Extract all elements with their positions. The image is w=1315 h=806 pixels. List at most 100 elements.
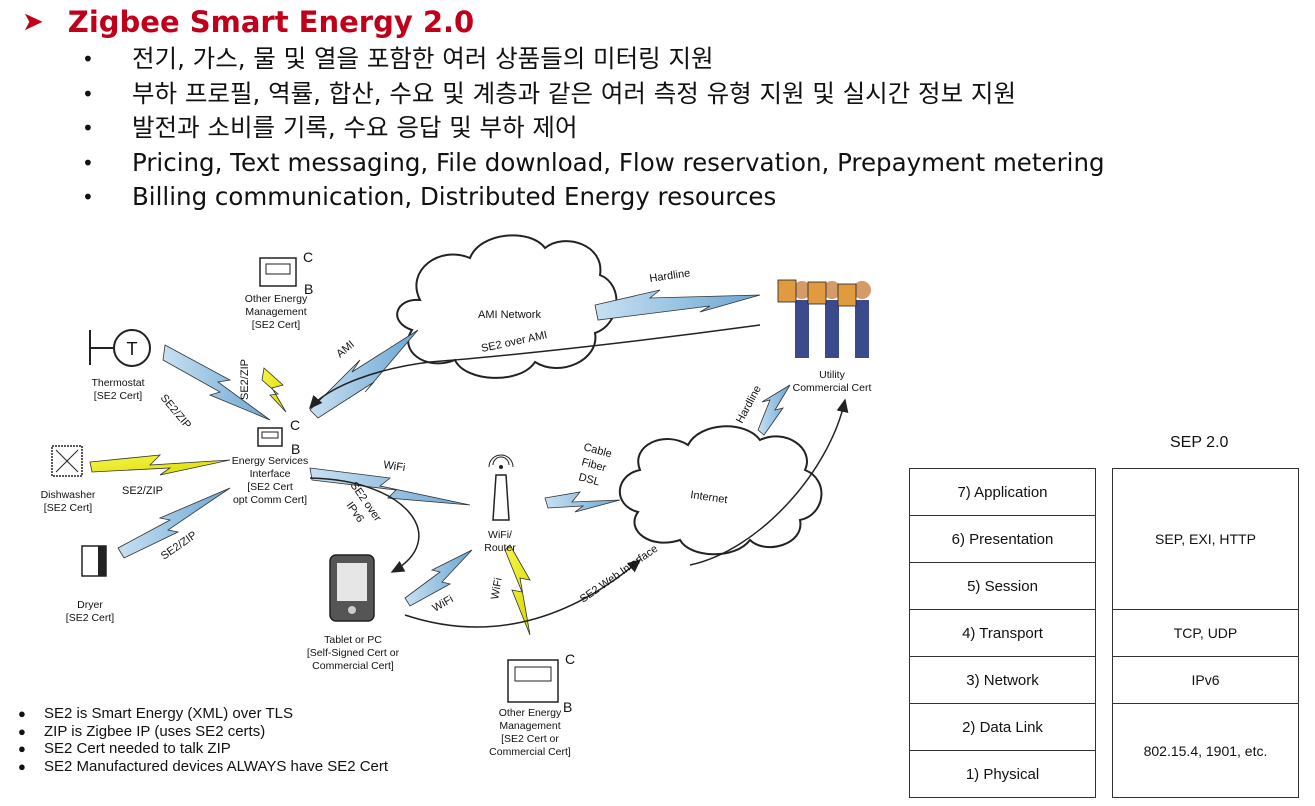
sep-transport-cell: TCP, UDP [1113, 610, 1298, 657]
arrow-bullet-icon: ➤ [22, 7, 44, 37]
bullet-dot-icon: • [82, 47, 94, 71]
letter-c-top: C [303, 249, 313, 265]
note-item: ●SE2 Manufactured devices ALWAYS have SE… [18, 757, 389, 775]
se2zip-thermostat-label: SE2/ZIP [158, 392, 194, 431]
utility-line2: Commercial Cert [793, 382, 872, 394]
osi-layer-1: 1) Physical [965, 765, 1040, 783]
bullet-dot-icon: • [82, 185, 94, 209]
other-energy-top-line2: Management [245, 306, 306, 318]
internet-label: Internet [690, 489, 729, 506]
osi-layer-2: 2) Data Link [910, 704, 1095, 751]
thermostat-cert: [SE2 Cert] [94, 390, 143, 402]
ami-network-label: AMI Network [478, 309, 541, 321]
utility-line1: Utility [819, 369, 845, 381]
bullet-item: •Pricing, Text messaging, File download,… [82, 146, 1105, 181]
other-energy-bottom-line3: [SE2 Cert or [501, 733, 559, 745]
bullet-dot-icon: • [82, 150, 94, 175]
sep-title: SEP 2.0 [1170, 434, 1229, 451]
ami-network-cloud [396, 234, 618, 379]
letter-b-top: B [304, 281, 313, 297]
internet-cloud [618, 425, 823, 556]
arrow-ami-esi [309, 324, 761, 410]
wifi-bottom-label: WiFi [489, 577, 505, 601]
wifi-esi-label: WiFi [383, 459, 406, 474]
se2zip-top-label: SE2/ZIP [239, 359, 251, 400]
dryer-icon [81, 545, 107, 577]
bullet-dot-icon: ● [18, 758, 26, 774]
ami-label: AMI [334, 339, 357, 361]
thermostat-label: Thermostat [91, 377, 144, 389]
osi-layer-7: 7) Application [910, 469, 1095, 516]
arrow-internet-utility [689, 398, 849, 566]
letter-b-bottom: B [563, 699, 572, 715]
note-item: ●SE2 Cert needed to talk ZIP [18, 740, 231, 757]
zigzag-hardline-right [757, 384, 791, 436]
thermostat-icon [89, 329, 151, 367]
zigzag-hardline-top [594, 289, 761, 321]
tablet-line2: [Self-Signed Cert or [307, 647, 400, 659]
esi-line2: Interface [250, 468, 291, 480]
tablet-line3: Commercial Cert] [312, 660, 394, 672]
slide-title: ➤ Zigbee Smart Energy 2.0 [22, 2, 474, 42]
bullet-list: •전기, 가스, 물 및 열을 포함한 여러 상품들의 미터링 지원 •부하 프… [82, 42, 1105, 215]
other-energy-bottom-device [507, 659, 559, 703]
router-line2: Router [484, 542, 516, 554]
esi-line3: [SE2 Cert [247, 481, 293, 493]
thermostat-glyph: T [127, 339, 138, 359]
note-item: ●ZIP is Zigbee IP (uses SE2 certs) [18, 722, 266, 740]
other-energy-top-line3: [SE2 Cert] [252, 319, 301, 331]
title-text: Zigbee Smart Energy 2.0 [67, 5, 475, 39]
zigzag-ami [309, 329, 419, 419]
esi-device [257, 427, 283, 447]
letter-c-bottom: C [565, 651, 575, 667]
hardline-top-label: Hardline [649, 267, 691, 285]
wifi-tablet-label: WiFi [431, 593, 456, 614]
dishwasher-icon [51, 445, 83, 477]
router-icon [488, 454, 514, 521]
se2zip-dishwasher-label: SE2/ZIP [122, 485, 163, 497]
other-energy-top-line1: Other Energy [245, 293, 308, 305]
letter-c-esi: C [290, 417, 300, 433]
other-energy-top-device [259, 257, 297, 287]
zigzag-wifi-tablet [404, 549, 473, 607]
sep-network-cell: IPv6 [1113, 657, 1298, 704]
zigzag-other-top [261, 367, 287, 413]
zigzag-dryer [117, 487, 231, 559]
zigzag-thermostat [162, 344, 271, 421]
dryer-label: Dryer [77, 599, 103, 611]
osi-layer-4: 4) Transport [910, 610, 1095, 657]
zigzag-wifi-bottom [504, 544, 531, 636]
zigzag-cable [544, 491, 621, 513]
osi-layer-6: 6) Presentation [910, 516, 1095, 563]
osi-layer-3: 3) Network [910, 657, 1095, 704]
zigzag-wifi-esi [309, 467, 471, 506]
dryer-cert: [SE2 Cert] [66, 612, 115, 624]
tablet-icon [329, 554, 375, 622]
other-energy-bottom-line4: Commercial Cert] [489, 746, 571, 758]
esi-line1: Energy Services [232, 455, 308, 467]
bullet-dot-icon: • [82, 116, 94, 140]
bullet-item: •부하 프로필, 역률, 합산, 수요 및 계층과 같은 여러 측정 유형 지원… [82, 77, 1105, 112]
esi-line4: opt Comm Cert] [233, 494, 307, 506]
bullet-dot-icon: • [82, 81, 94, 106]
router-line1: WiFi/ [488, 529, 512, 541]
dishwasher-label: Dishwasher [41, 489, 96, 501]
note-item: ●SE2 is Smart Energy (XML) over TLS [18, 705, 293, 722]
se2-web-label: SE2 Web Interface [578, 543, 660, 606]
bullet-dot-icon: ● [18, 741, 26, 756]
arrow-esi-tablet [309, 477, 420, 573]
sep-stack-table: SEP, EXI, HTTP TCP, UDP IPv6 802.15.4, 1… [1112, 468, 1299, 798]
bullet-dot-icon: ● [18, 723, 26, 739]
bullet-dot-icon: ● [18, 706, 26, 721]
bullet-item: •전기, 가스, 물 및 열을 포함한 여러 상품들의 미터링 지원 [82, 42, 1105, 77]
hardline-right-label: Hardline [734, 384, 764, 426]
other-energy-bottom-line1: Other Energy [499, 707, 562, 719]
bullet-item: •발전과 소비를 기록, 수요 응답 및 부하 제어 [82, 111, 1105, 146]
osi-layer-5: 5) Session [910, 563, 1095, 610]
tablet-line1: Tablet or PC [324, 634, 382, 646]
bullet-item: •Billing communication, Distributed Ener… [82, 180, 1105, 215]
dsl-label: DSL [577, 471, 601, 488]
dishwasher-cert: [SE2 Cert] [44, 502, 93, 514]
utility-people-icon [777, 279, 871, 358]
arrow-web-tablet [404, 559, 642, 628]
